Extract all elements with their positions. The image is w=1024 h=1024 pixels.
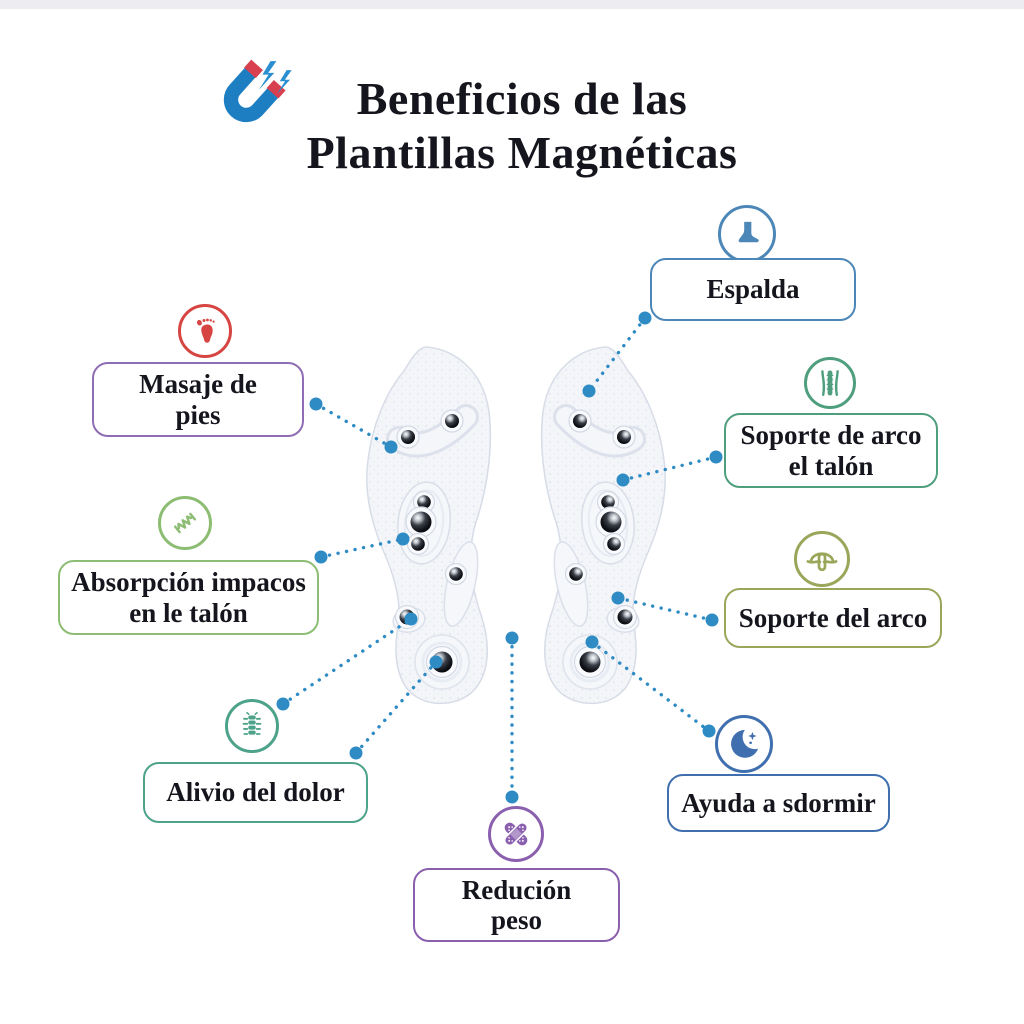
connector-alivio-a <box>276 612 418 711</box>
callout-reducion-peso-label: Redución <box>461 874 572 905</box>
connector-soporte-del-arco <box>611 591 719 627</box>
callout-soporte-del-arco-label: Soporte del arco <box>738 602 928 633</box>
right-insole <box>542 347 666 703</box>
spring-icon <box>158 496 212 550</box>
connector-masaje-pies <box>309 397 398 454</box>
connectors <box>276 311 723 804</box>
magnet-icon <box>206 54 292 140</box>
moon-icon <box>715 715 773 773</box>
footprint-icon <box>178 304 232 358</box>
vertebra-icon <box>225 699 279 753</box>
callout-ayuda-dormir: Ayuda a sdormir <box>667 774 890 832</box>
callout-reducion-peso: Redución peso <box>413 868 620 942</box>
page-title: Beneficios de las Plantillas Magnéticas <box>242 72 802 180</box>
connector-soporte-arco-talon <box>616 450 723 487</box>
callout-alivio-dolor-label: Alivio del dolor <box>166 777 345 808</box>
callout-alivio-dolor: Alivio del dolor <box>143 762 368 823</box>
callout-ayuda-dormir-label: Ayuda a sdormir <box>681 787 876 818</box>
callout-soporte-arco-talon-label-2: el talón <box>788 450 874 481</box>
callout-absorpcion: Absorpción impacos en le talón <box>58 560 319 635</box>
connector-espalda <box>582 311 652 398</box>
connector-alivio-b <box>349 655 443 760</box>
callout-reducion-peso-label-2: peso <box>490 905 542 935</box>
callout-espalda: Espalda <box>650 258 856 321</box>
callout-masaje-pies-label-2: pies <box>175 399 221 430</box>
arch-icon <box>794 531 850 587</box>
callout-masaje-pies-label: Masaje de <box>139 369 257 399</box>
bandage-icon <box>488 806 544 862</box>
title-line-2: Plantillas Magnéticas <box>306 126 738 178</box>
spine-icon <box>804 357 856 409</box>
callout-soporte-arco-talon: Soporte de arco el talón <box>724 413 938 488</box>
foot-icon <box>718 205 776 263</box>
connector-reducion-peso <box>505 631 519 804</box>
connector-absorpcion <box>314 532 410 564</box>
callout-espalda-label: Espalda <box>706 274 800 305</box>
callout-soporte-del-arco: Soporte del arco <box>724 588 942 648</box>
callout-masaje-pies: Masaje de pies <box>92 362 304 437</box>
callout-absorpcion-label-2: en le talón <box>129 597 248 628</box>
callout-absorpcion-label: Absorpción impacos <box>71 567 306 597</box>
title-line-1: Beneficios de las <box>356 73 688 124</box>
top-edge-strip <box>0 0 1024 9</box>
connector-ayuda-dormir <box>585 635 716 738</box>
left-insole <box>367 347 491 703</box>
callout-soporte-arco-talon-label: Soporte de arco <box>740 420 922 450</box>
